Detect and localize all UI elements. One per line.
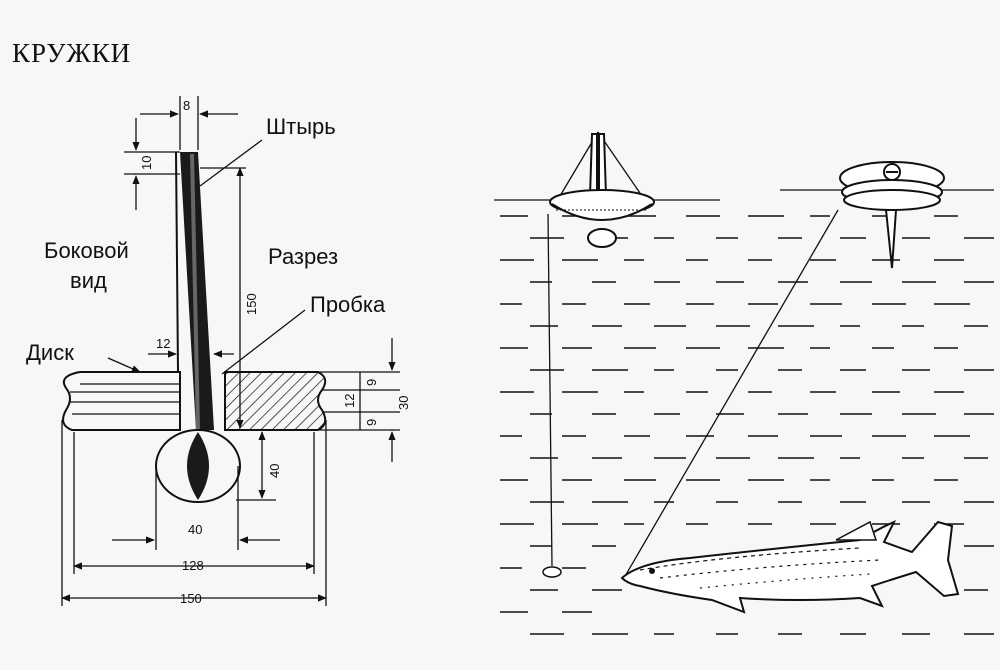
dim-pin-width: 8 (183, 98, 190, 113)
disc-section-hatched (224, 371, 327, 431)
dim-pin-offset: 12 (156, 336, 170, 351)
disc-side-view (62, 371, 181, 431)
dim-pin-top: 10 (139, 156, 154, 170)
dim-cork-width: 40 (188, 522, 202, 537)
water-scene-illustration (494, 131, 994, 635)
float-technical-drawing: 8 10 150 Штырь Боковой вид Разрез Пробка… (26, 96, 411, 606)
dim-pin-length: 150 (244, 293, 259, 315)
water-waves (500, 215, 994, 635)
pike-fish (620, 520, 960, 614)
float-upright (549, 131, 655, 248)
dim-disc-bottom: 9 (364, 419, 379, 426)
dim-outer-diameter: 150 (180, 591, 202, 606)
dim-cork-height: 40 (267, 464, 282, 478)
label-side-view-line2: вид (70, 268, 107, 293)
float-flipped (839, 161, 945, 269)
dim-disc-thickness: 30 (396, 396, 411, 410)
label-pin: Штырь (266, 114, 336, 139)
dim-disc-mid: 12 (342, 394, 357, 408)
bait-fish (542, 566, 562, 578)
label-section: Разрез (268, 244, 338, 269)
pin-shape (180, 152, 214, 430)
label-cork: Пробка (310, 292, 386, 317)
page-title: КРУЖКИ (12, 38, 131, 68)
label-side-view-line1: Боковой (44, 238, 129, 263)
dim-inner-diameter: 128 (182, 558, 204, 573)
label-disc: Диск (26, 340, 74, 365)
dim-disc-top: 9 (364, 379, 379, 386)
